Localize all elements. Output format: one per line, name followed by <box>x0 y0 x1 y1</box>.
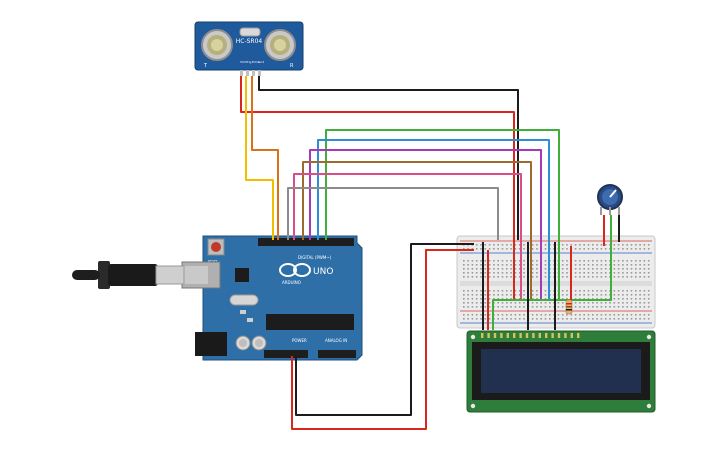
arduino-uno-board[interactable]: DIGITAL (PWM~) POWER ANALOG IN RESET UNO… <box>181 235 363 361</box>
sensor-t-label: T <box>203 63 208 69</box>
reset-label: RESET <box>208 259 218 263</box>
digital-header-label: DIGITAL (PWM~) <box>298 255 332 260</box>
board-model-label: UNO <box>313 267 333 277</box>
wire-green-d2 <box>325 129 560 300</box>
arduino-logo-icon <box>279 263 311 277</box>
sensor-pin-trig: Trig <box>245 60 251 64</box>
digital-pin-header[interactable] <box>258 238 354 246</box>
usb-cable <box>72 261 185 289</box>
wire-orange-sensor-echo <box>251 76 279 240</box>
wire-black-sensor-gnd <box>258 76 519 240</box>
sensor-pin-echo: Echo <box>252 60 259 64</box>
sensor-r-label: R <box>290 63 294 69</box>
potentiometer-knob-indicator <box>609 189 617 198</box>
wire-red-sensor-vcc <box>240 76 515 300</box>
lcd-16x2-display[interactable] <box>466 330 656 413</box>
resistor[interactable] <box>565 299 573 315</box>
analog-header-label: ANALOG IN <box>325 338 347 343</box>
wire-purple-d4 <box>309 149 542 300</box>
board-brand-label: ARDUINO <box>282 280 301 285</box>
sensor-model-label: HC-SR04 <box>236 38 263 45</box>
lcd-header-pins <box>481 333 580 338</box>
sensor-pin-gnd: Gnd <box>258 60 264 64</box>
potentiometer[interactable] <box>597 184 623 215</box>
analog-pin-header[interactable] <box>318 350 356 358</box>
reset-button[interactable] <box>211 242 221 252</box>
wire-brown-d5 <box>302 161 532 300</box>
sensor-pin-vcc: VCC <box>240 60 246 64</box>
wire-yellow-sensor-trig <box>245 76 274 240</box>
microcontroller-chip <box>266 314 354 330</box>
wire-pink-d6 <box>293 173 522 300</box>
wire-black-gnd-return <box>295 243 474 416</box>
wire-gray-d7 <box>287 187 499 240</box>
ultrasonic-sensor[interactable]: HC-SR04 T R VCC Trig Echo Gnd <box>194 21 304 76</box>
wires <box>240 76 620 430</box>
wire-red-5v-return <box>291 249 474 430</box>
lcd-screen <box>481 349 641 393</box>
breadboard-holes <box>463 244 650 320</box>
power-pin-header[interactable] <box>264 350 308 358</box>
dc-power-jack <box>195 332 227 356</box>
wire-blue-d3 <box>317 139 550 300</box>
wire-green-pot-wiper <box>492 215 612 330</box>
power-header-label: POWER <box>292 338 307 343</box>
